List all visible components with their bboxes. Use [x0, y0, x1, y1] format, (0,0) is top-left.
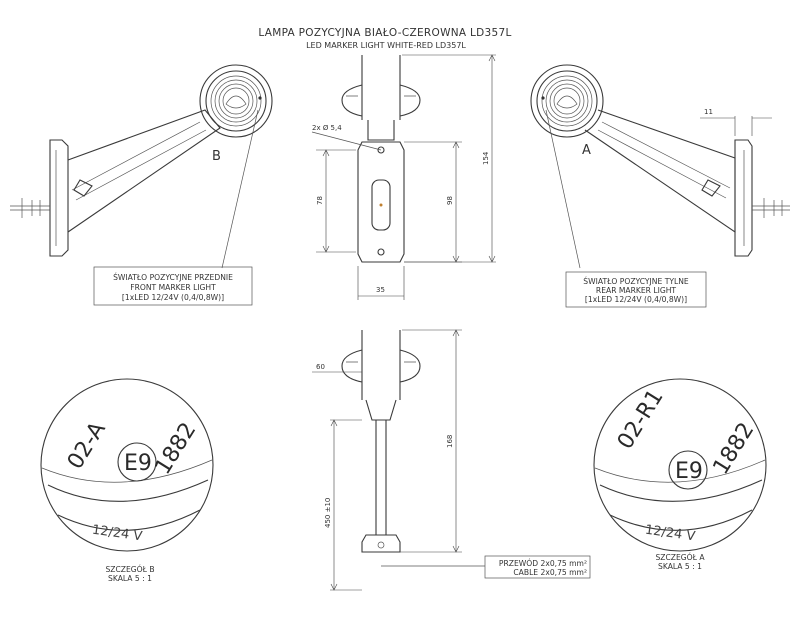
detail-a-title: SZCZEGÓŁ A	[655, 553, 705, 562]
detail-b: 02-A E9 1882 12/24 V	[40, 378, 214, 552]
front-view-letter: B	[212, 149, 221, 164]
dim-450: 450 ±10	[324, 498, 332, 528]
detail-b-scale: SKALA 5 : 1	[108, 574, 152, 583]
side-elevation-view	[311, 54, 496, 300]
detail-b-emark: E9	[124, 451, 152, 476]
title-pl: LAMPA POZYCYJNA BIAŁO-CZEROWNA LD357L	[258, 27, 511, 39]
front-elevation-view	[312, 329, 591, 591]
rear-label-pl: ŚWIATŁO POZYCYJNE TYLNE	[583, 277, 689, 286]
front-lamp-view: B	[10, 64, 273, 306]
dim-35: 35	[376, 286, 385, 294]
rear-label-spec: [1xLED 12/24V (0,4/0,8W)]	[585, 295, 687, 304]
detail-a-scale: SKALA 5 : 1	[658, 562, 702, 571]
dim-168: 168	[446, 435, 454, 448]
title-en: LED MARKER LIGHT WHITE-RED LD357L	[306, 41, 466, 50]
front-label-spec: [1xLED 12/24V (0,4/0,8W)]	[122, 293, 224, 302]
rear-label-en: REAR MARKER LIGHT	[596, 286, 677, 295]
front-label-pl: ŚWIATŁO POZYCYJNE PRZEDNIE	[113, 273, 233, 282]
detail-b-title: SZCZEGÓŁ B	[105, 565, 154, 574]
detail-b-voltage: 12/24 V	[91, 523, 143, 545]
detail-a-approval: 1882	[708, 418, 759, 479]
front-label-en: FRONT MARKER LIGHT	[130, 283, 216, 292]
detail-a-voltage: 12/24 V	[644, 523, 696, 545]
detail-a: 02-R1 E9 1882 12/24 V	[593, 378, 767, 552]
dim-11: 11	[704, 108, 713, 116]
dim-60: 60	[316, 363, 325, 371]
rear-lamp-view: A 11	[530, 64, 790, 308]
dim-78: 78	[316, 196, 324, 205]
cable-label-pl: PRZEWÓD 2x0,75 mm²	[499, 559, 587, 568]
cable-label-en: CABLE 2x0,75 mm²	[513, 568, 587, 577]
detail-b-code: 02-A	[63, 418, 111, 474]
detail-b-approval: 1882	[150, 418, 201, 479]
dim-98: 98	[446, 196, 454, 205]
dim-hole: 2x Ø 5,4	[312, 124, 342, 132]
detail-a-code: 02-R1	[613, 385, 669, 454]
dim-154: 154	[482, 151, 490, 165]
detail-a-emark: E9	[675, 459, 703, 484]
rear-view-letter: A	[582, 143, 591, 158]
